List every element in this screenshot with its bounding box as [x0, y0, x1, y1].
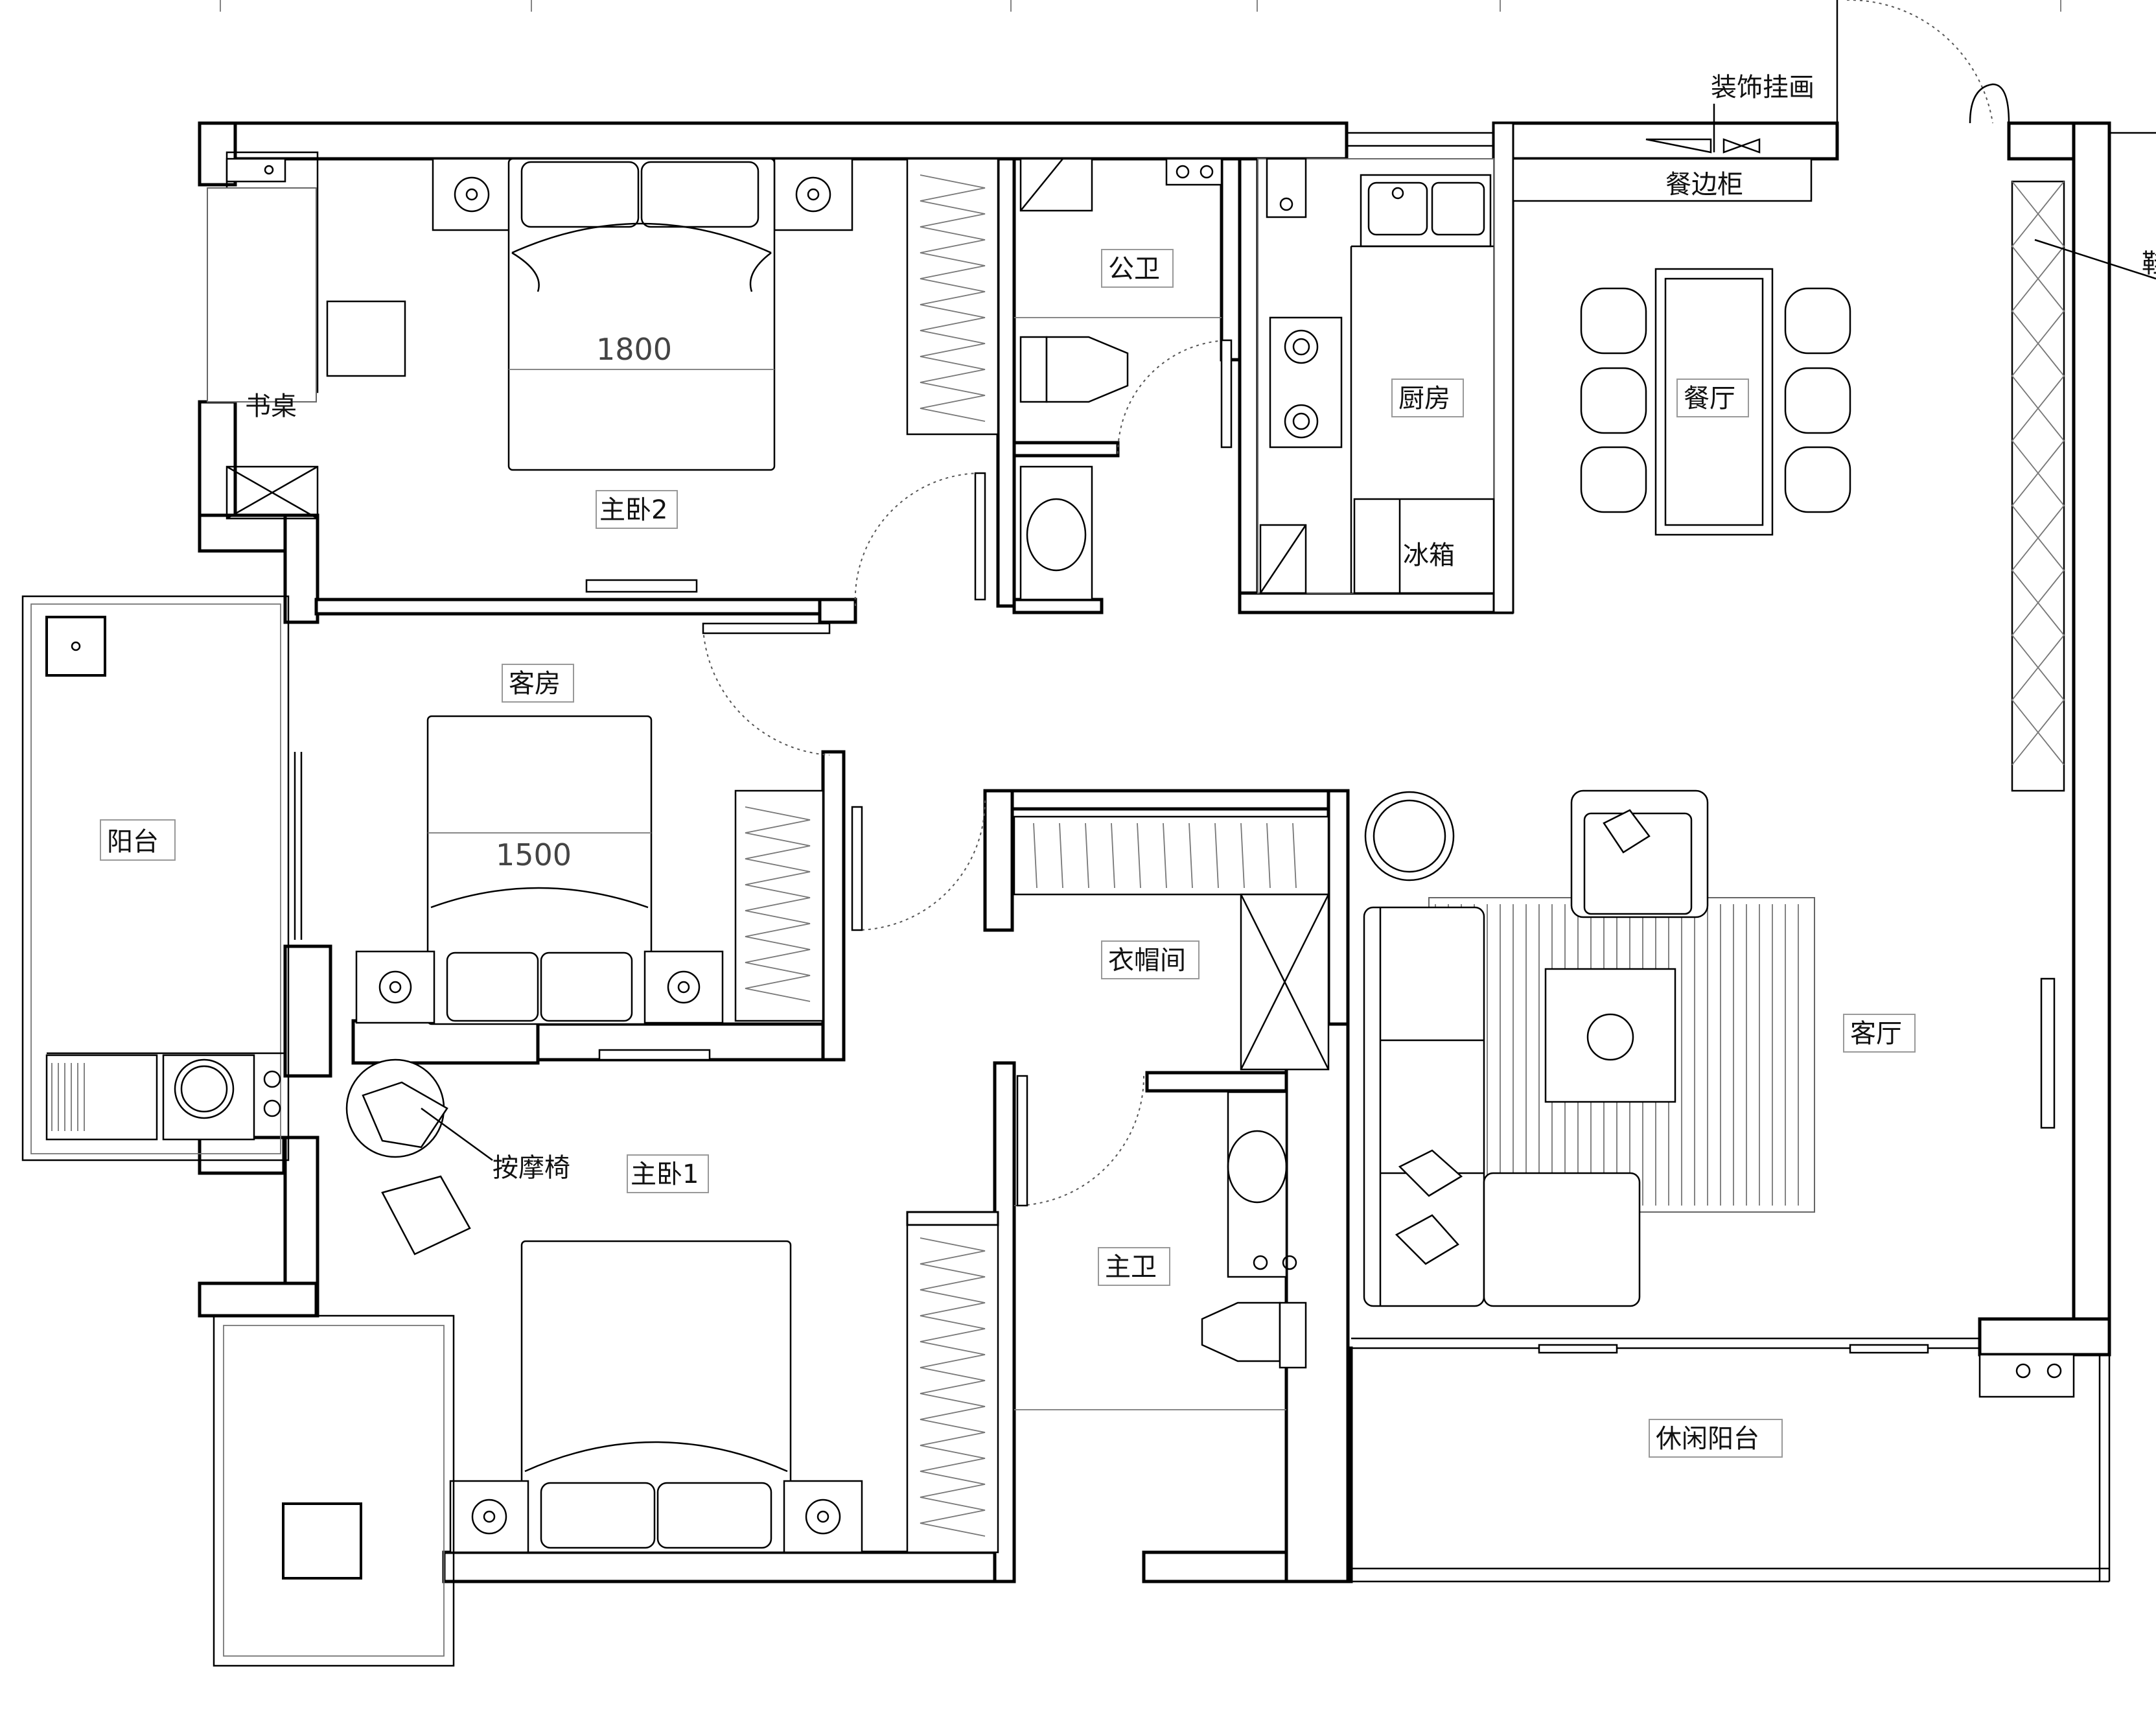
door-swings — [702, 0, 2010, 1207]
study-desk-area — [207, 151, 406, 520]
master-bathroom-fixtures — [906, 1091, 1307, 1554]
kitchen-label: 厨房 — [1398, 384, 1450, 414]
master-bedroom-1-furniture — [213, 1058, 863, 1667]
master-bathroom-label-box — [1098, 1247, 1170, 1286]
living-room-label-box — [1843, 1014, 1916, 1053]
master-bathroom-label: 主卫 — [1105, 1252, 1157, 1282]
shoe-cabinet — [2011, 180, 2156, 792]
leisure-balcony-label: 休闲阳台 — [1656, 1424, 1759, 1454]
wardrobe-master-2 — [906, 158, 999, 436]
public-bathroom-fixtures — [1014, 158, 1223, 601]
living-room-furniture — [1363, 789, 2056, 1307]
master-bedroom-2-label: 主卧2 — [599, 495, 667, 525]
cloakroom-fixtures — [1013, 815, 1330, 1071]
guest-room-furniture — [355, 715, 824, 1061]
fridge-label: 冰箱 — [1403, 541, 1455, 570]
dining-room-label: 餐厅 — [1684, 384, 1735, 414]
bed-width-guest: 1500 — [496, 837, 572, 872]
bed-width-master-2: 1800 — [596, 332, 672, 367]
master-bedroom-2-label-box — [596, 490, 678, 529]
balcony-label-box — [100, 819, 176, 861]
exterior-walls — [198, 121, 2111, 1583]
dining-cabinet-label: 餐边柜 — [1665, 170, 1743, 200]
leisure-balcony — [1351, 1337, 2111, 1583]
guest-room-label-box — [502, 664, 574, 703]
balcony-label: 阳台 — [107, 827, 159, 857]
master-bedroom-1-label: 主卧1 — [631, 1160, 699, 1189]
kitchen-label-box — [1391, 379, 1464, 417]
massage-chair-label: 按摩椅 — [493, 1153, 570, 1183]
master-bedroom-2-furniture — [432, 158, 853, 593]
windows — [1347, 132, 2156, 593]
dining-room-label-box — [1676, 379, 1749, 417]
master-bedroom-1-label-box — [627, 1154, 709, 1193]
living-room-label: 客厅 — [1850, 1019, 1902, 1049]
balcony-left — [21, 595, 303, 1161]
shoe-cabinet-label-partial: 鞋 — [2142, 249, 2156, 279]
top-dimension-ticks — [220, 0, 2061, 12]
cloakroom-label: 衣帽间 — [1108, 946, 1186, 975]
guest-room-label: 客房 — [509, 669, 561, 699]
leisure-balcony-label-box — [1649, 1419, 1783, 1458]
cloakroom-label-box — [1101, 940, 1200, 979]
public-bathroom-label-box — [1101, 249, 1174, 288]
study-desk-label: 书桌 — [245, 391, 297, 421]
public-bathroom-label: 公卫 — [1108, 254, 1160, 284]
kitchen-fixtures — [1257, 158, 1495, 594]
decorative-painting-label: 装饰挂画 — [1711, 73, 1814, 102]
interior-walls — [283, 122, 1514, 1583]
